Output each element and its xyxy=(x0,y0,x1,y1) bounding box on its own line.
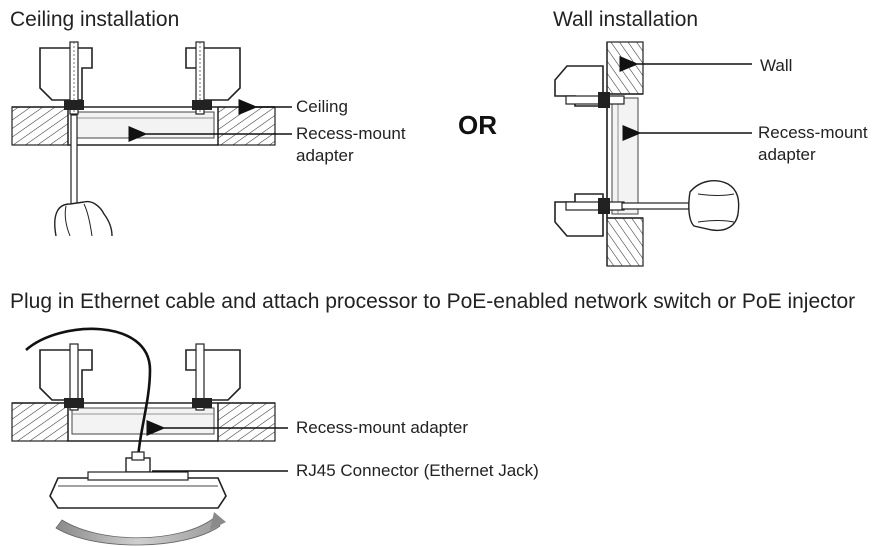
wall-hand xyxy=(688,180,740,232)
rj45-connector-label: RJ45 Connector (Ethernet Jack) xyxy=(296,461,539,480)
ceiling-adapter xyxy=(67,107,219,146)
wall-adapter xyxy=(606,93,643,219)
ceiling-label: Ceiling xyxy=(296,97,348,116)
left-mount-bracket xyxy=(39,47,93,101)
wall-bracket-bottom xyxy=(554,193,604,237)
or-separator: OR xyxy=(458,110,497,140)
ethernet-adapter-label: Recess-mount adapter xyxy=(296,418,468,437)
rotation-arrow xyxy=(55,517,221,546)
screwdriver-shaft xyxy=(70,114,78,211)
ceiling-slab-left xyxy=(11,106,69,146)
ceiling-slab-right-2 xyxy=(217,402,276,442)
ethernet-cable xyxy=(25,327,152,459)
wall-title: Wall installation xyxy=(553,8,699,31)
ceiling-adapter-label-line2: adapter xyxy=(296,146,354,165)
ceiling-slab-left-2 xyxy=(11,402,69,442)
wall-slab-top xyxy=(606,41,644,95)
ceiling-slab-right xyxy=(217,106,276,146)
ethernet-title: Plug in Ethernet cable and attach proces… xyxy=(10,290,856,313)
ethernet-illustration xyxy=(11,327,276,546)
ceiling-illustration xyxy=(11,41,276,237)
hand xyxy=(54,200,113,237)
wall-adapter-label-line1: Recess-mount xyxy=(758,123,868,142)
wall-adapter-label-line2: adapter xyxy=(758,145,816,164)
wall-screwdriver xyxy=(621,202,699,210)
wall-slab-bottom xyxy=(606,217,644,267)
wall-label: Wall xyxy=(760,56,793,75)
right-mount-bracket xyxy=(185,47,241,101)
processor-unit xyxy=(49,477,227,509)
ceiling-adapter-label-line1: Recess-mount xyxy=(296,124,406,143)
ceiling-title: Ceiling installation xyxy=(10,8,180,31)
wall-illustration xyxy=(554,41,740,267)
